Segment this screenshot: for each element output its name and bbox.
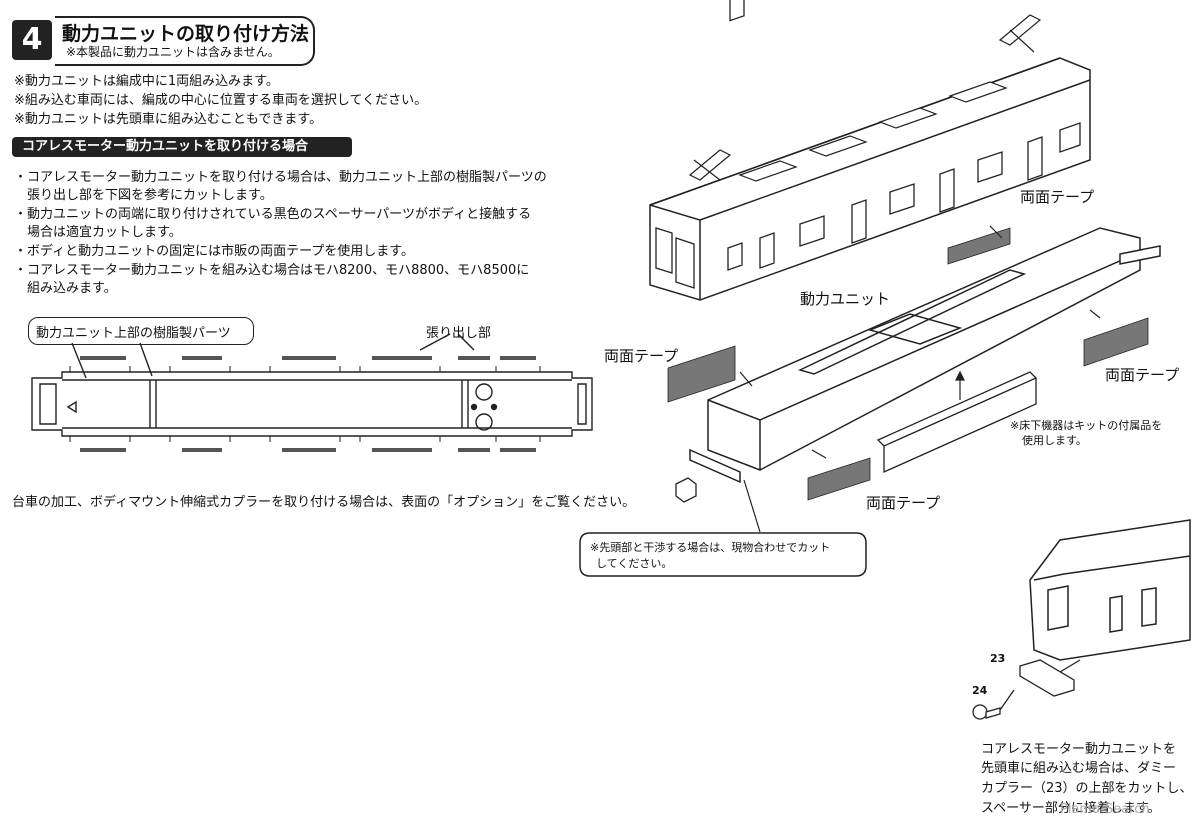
screw-24 (972, 689, 1015, 720)
underfloor-equipment (675, 371, 1038, 503)
roof-equipment (688, 14, 1042, 182)
step-number-badge: 4 (12, 20, 52, 60)
cut-note-frame (579, 532, 867, 577)
underfloor-note: ※床下機器はキットの付属品を (1010, 419, 1163, 432)
title-frame (55, 16, 315, 66)
note-1: ※動力ユニットは編成中に1両組み込みます。 (14, 74, 279, 89)
head-car-note: 先頭車に組み込む場合は、ダミー (981, 761, 1177, 776)
tape-label: 両面テープ (1105, 366, 1180, 384)
bullet-line: ・コアレスモーター動力ユニットを組み込む場合はモハ8200、モハ8800、モハ8… (14, 263, 530, 278)
leader-lines (739, 225, 1101, 533)
head-car-note: カプラー（23）の上部をカットし、 (981, 781, 1193, 796)
dummy-coupler-23 (1019, 659, 1081, 697)
unit-label: 動力ユニット (800, 290, 891, 308)
tape-label: 両面テープ (866, 494, 941, 512)
motor-unit (689, 227, 1161, 484)
head-car-note: コアレスモーター動力ユニットを (981, 742, 1177, 757)
underfloor-note: 使用します。 (1022, 434, 1087, 447)
note-3: ※動力ユニットは先頭車に組み込むこともできます。 (14, 112, 323, 127)
cut-tick-marks (69, 366, 541, 442)
bullet-line: ・コアレスモーター動力ユニットを取り付ける場合は、動力ユニット上部の樹脂製パーツ… (14, 170, 547, 185)
head-car-note: スペーサー部分に接着します。 (981, 801, 1161, 816)
cut-note: してください。 (596, 557, 673, 570)
bullet-line: 組み込みます。 (14, 281, 117, 296)
part-number-24: 24 (972, 684, 988, 697)
tape-label: 両面テープ (604, 347, 679, 365)
overhang-hatches (80, 356, 536, 452)
watermark: Plamo-Search (1060, 802, 1150, 817)
bullet-line: 場合は適宜カットします。 (14, 225, 182, 240)
page-subtitle: ※本製品に動力ユニットは含みません。 (66, 45, 280, 59)
page-title: 動力ユニットの取り付け方法 (62, 23, 310, 45)
option-note: 台車の加工、ボディマウント伸縮式カプラーを取り付ける場合は、表面の「オプション」… (12, 495, 636, 510)
overhang-label: 張り出し部 (426, 326, 492, 341)
double-sided-tape (667, 227, 1149, 501)
bullet-line: ・ボディと動力ユニットの固定には市販の両面テープを使用します。 (14, 244, 415, 259)
resin-part-diagram (31, 333, 593, 437)
part-label: 動力ユニット上部の樹脂製パーツ (36, 326, 231, 341)
part-number-23: 23 (990, 652, 1006, 665)
cut-note: ※先頭部と干渉する場合は、現物合わせでカット (590, 541, 831, 554)
bullet-line: ・動力ユニットの両端に取り付けされている黒色のスペーサーパーツがボディと接触する (14, 207, 532, 222)
tape-label: 両面テープ (1020, 188, 1095, 206)
head-car (1029, 519, 1191, 661)
bullet-line: 張り出し部を下図を参考にカットします。 (14, 188, 273, 203)
section-heading: コアレスモーター動力ユニットを取り付ける場合 (12, 137, 352, 157)
note-2: ※組み込む車両には、編成の中心に位置する車両を選択してください。 (14, 93, 428, 108)
car-windows (655, 0, 1081, 289)
